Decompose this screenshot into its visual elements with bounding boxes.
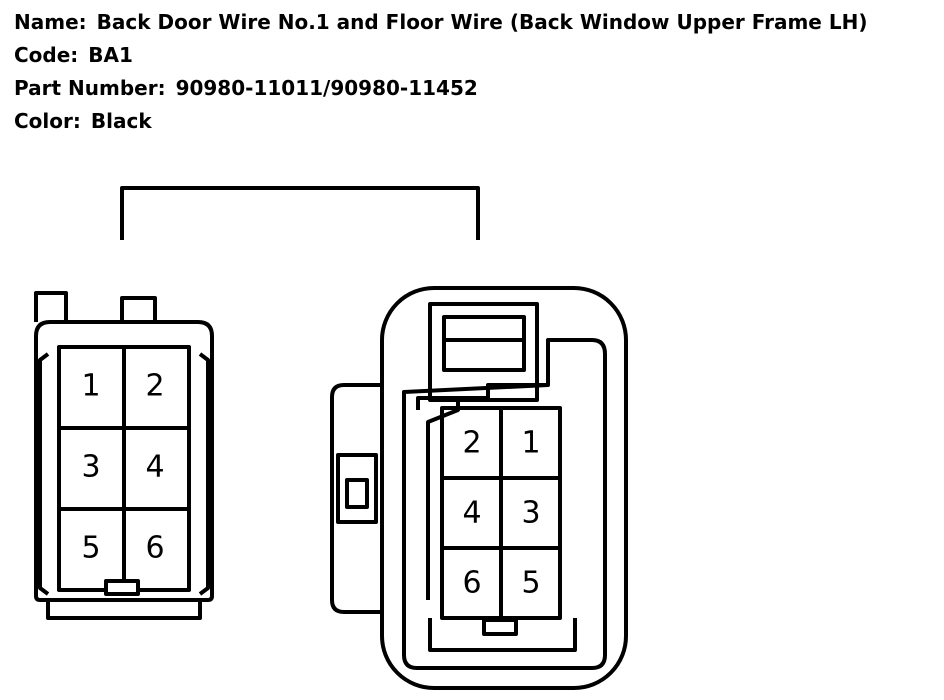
left-side-rail-left — [38, 352, 50, 596]
right-side-bump — [330, 383, 382, 614]
name-row: Name: Back Door Wire No.1 and Floor Wire … — [14, 6, 934, 39]
right-lock-notch — [482, 618, 518, 636]
left-cavity-4: 4 — [145, 450, 164, 485]
left-cavity-3: 3 — [81, 450, 100, 485]
name-label: Name: — [14, 10, 87, 34]
right-cavity-6: 6 — [462, 566, 481, 601]
right-connector — [330, 286, 628, 690]
left-top-tab-left — [34, 291, 68, 322]
left-cavity-2: 2 — [145, 369, 164, 404]
left-outer-body — [34, 320, 214, 602]
left-cavity-1: 1 — [81, 369, 100, 404]
left-bottom-lip — [46, 600, 202, 620]
right-step-line — [416, 383, 548, 410]
color-value: Black — [90, 109, 152, 133]
right-inner-housing — [402, 338, 607, 670]
right-cavity-3: 3 — [521, 496, 540, 531]
right-cavity-5: 5 — [521, 566, 540, 601]
left-cavity-5: 5 — [81, 531, 100, 566]
part-number-row: Part Number: 90980-11011/90980-11452 — [14, 72, 934, 105]
part-number-label: Part Number: — [14, 76, 166, 100]
right-top-latch — [428, 302, 539, 402]
left-side-rail-right — [198, 352, 210, 596]
code-row: Code: BA1 — [14, 39, 934, 72]
code-label: Code: — [14, 43, 79, 67]
code-value: BA1 — [88, 43, 133, 67]
color-label: Color: — [14, 109, 81, 133]
right-side-lock — [336, 453, 378, 524]
connector-info: Name: Back Door Wire No.1 and Floor Wire … — [14, 6, 934, 138]
left-cavity-6: 6 — [145, 531, 164, 566]
right-side-lock-inner — [345, 478, 369, 509]
part-number-value: 90980-11011/90980-11452 — [175, 76, 478, 100]
name-value: Back Door Wire No.1 and Floor Wire (Back… — [96, 10, 868, 34]
right-outer-body — [380, 286, 628, 690]
right-lower-frame — [428, 618, 577, 652]
right-cavity-2: 2 — [462, 426, 481, 461]
right-top-latch-inner — [442, 315, 526, 372]
pairing-bracket — [120, 186, 480, 240]
color-row: Color: Black — [14, 105, 934, 138]
right-cavity-4: 4 — [462, 496, 481, 531]
left-lock-notch — [104, 579, 140, 596]
left-connector — [34, 291, 214, 620]
left-top-tab-latch — [120, 296, 157, 322]
right-cavity-1: 1 — [521, 426, 540, 461]
